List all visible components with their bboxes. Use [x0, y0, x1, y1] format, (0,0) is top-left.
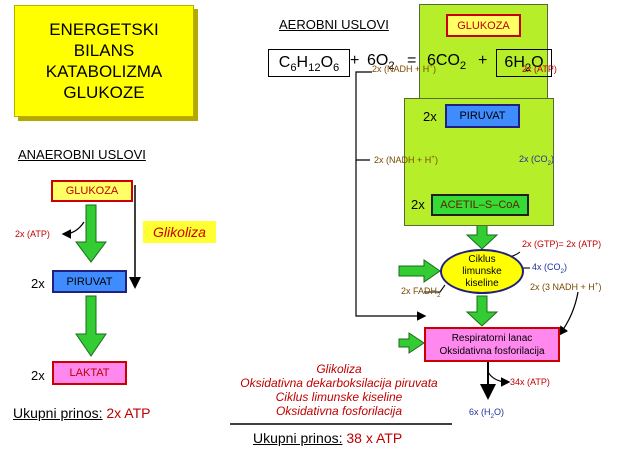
nadh-top-text: 2x (NADH + H	[372, 64, 430, 74]
fadh-sub: 2	[437, 291, 441, 299]
co2-mid-text: 2x (CO	[519, 154, 548, 164]
aerobic-heading: AEROBNI USLOVI	[279, 17, 389, 32]
resp-line1: Respiratorni lanac	[451, 332, 533, 344]
eq-h: H	[296, 54, 309, 71]
h2o-final-close: O)	[494, 407, 505, 417]
anaerobic-atp-arrow	[61, 221, 85, 239]
co2-krebs-label: 4x (CO2)	[532, 262, 567, 275]
eq-o: O	[320, 54, 334, 71]
atp-top-label: 2x (ATP)	[522, 64, 557, 74]
atp-final-label: 34x (ATP)	[510, 377, 550, 387]
eq-h2o-h: 6H	[504, 54, 525, 71]
co2-krebs-close: )	[564, 262, 568, 272]
anaerobic-yield-value: 2x ATP	[106, 405, 151, 421]
anaerobic-yield: Ukupni prinos: 2x ATP	[13, 405, 150, 421]
lactate-box: LAKTAT	[52, 361, 127, 385]
aerobic-mult-pyruvate: 2x	[423, 109, 437, 124]
eq-o-sub: 6	[333, 62, 340, 75]
anaerobic-yield-label: Ukupni prinos:	[13, 405, 103, 421]
anaerobic-glucose-box: GLUKOZA	[51, 180, 133, 202]
co2-mid-label: 2x (CO2)	[519, 154, 554, 167]
side-arrow-krebs	[398, 259, 441, 283]
aerobic-glucose-box: GLUKOZA	[446, 14, 521, 37]
nadh-krebs-sup: +	[594, 281, 599, 288]
eq-c-sub: 6	[290, 62, 297, 75]
h2o-final-sub: 2	[490, 412, 495, 420]
aerobic-yield-label: Ukupni prinos:	[253, 430, 343, 446]
eq-co2-coef: 6CO	[427, 52, 460, 69]
side-arrow-resp	[398, 332, 425, 354]
nadh-krebs-label: 2x (3 NADH + H+)	[530, 281, 601, 292]
eq-o2-sub: 2	[388, 60, 395, 73]
nadh-feedback-line	[355, 71, 372, 161]
anaerobic-arrow-glucose-pyruvate	[75, 204, 107, 263]
eq-plus1: +	[350, 52, 360, 69]
eq-co2: 6CO2	[427, 52, 466, 72]
feedback-line-to-resp	[355, 160, 427, 321]
summary-list: Glikoliza Oksidativna dekarboksilacija p…	[218, 362, 460, 418]
anaerobic-heading: ANAEROBNI USLOVI	[18, 147, 146, 162]
h2o-final-text: 6x (H	[469, 407, 491, 417]
aerobic-mult-acetyl: 2x	[411, 197, 425, 212]
nadh-mid-close: )	[434, 155, 438, 165]
title-line1: ENERGETSKI	[49, 20, 159, 39]
eq-equals: =	[407, 52, 417, 69]
co2-mid-close: )	[551, 154, 555, 164]
eq-h2o: 6H2O	[496, 49, 552, 77]
anaerobic-pyruvate-box: PIRUVAT	[52, 270, 127, 293]
nadh-top-close: )	[432, 64, 436, 74]
eq-h2o-o: O	[531, 54, 544, 71]
resp-line2: Oksidativna fosforilacija	[439, 345, 545, 357]
co2-mid-sub: 2	[547, 159, 552, 167]
co2-krebs-text: 4x (CO	[532, 262, 561, 272]
aerobic-pyruvate-box: PIRUVAT	[445, 104, 520, 128]
summary-item-1: Glikoliza	[316, 362, 362, 376]
anaerobic-mult-lactate: 2x	[31, 368, 45, 383]
nadh-top-sup: +	[429, 63, 433, 70]
glucose-formula-box: C6H12O6	[268, 49, 350, 77]
eq-o2: 6O2	[367, 52, 395, 72]
fadh-line	[424, 284, 446, 293]
nadh-krebs-text: 2x (3 NADH + H	[530, 282, 595, 292]
fadh-label: 2x FADH2	[401, 286, 441, 299]
title-line4: GLUKOZE	[63, 83, 145, 102]
krebs-cycle-ellipse: Ciklus limunske kiseline	[440, 249, 524, 294]
eq-co2-sub: 2	[459, 60, 467, 73]
anaerobic-mult-pyruvate: 2x	[31, 276, 45, 291]
anaerobic-arrow-pyruvate-lactate	[75, 295, 107, 357]
atp-final-arrow	[487, 371, 511, 387]
summary-item-4: Oksidativna fosforilacija	[275, 404, 403, 418]
nadh-mid-sup: +	[431, 154, 435, 161]
anaerobic-atp-label: 2x (ATP)	[15, 229, 50, 239]
h2o-final-label: 6x (H2O)	[469, 407, 504, 420]
aerobic-yield: Ukupni prinos: 38 x ATP	[253, 430, 402, 446]
summary-item-3: Ciklus limunske kiseline	[275, 390, 403, 404]
co2-krebs-sub: 2	[560, 267, 565, 275]
nadh-krebs-close: )	[598, 282, 602, 292]
acetyl-coa-box: ACETIL–S–CoA	[431, 194, 529, 216]
title-box: ENERGETSKI BILANS KATABOLIZMA GLUKOZE	[14, 5, 194, 117]
gtp-label: 2x (GTP)= 2x (ATP)	[522, 239, 602, 249]
glycolysis-label: Glikoliza	[143, 221, 216, 243]
title-line2: BILANS	[73, 41, 135, 60]
eq-plus2: +	[478, 52, 488, 69]
nadh-top-label: 2x (NADH + H+)	[372, 63, 436, 74]
fadh-text: 2x FADH	[401, 286, 438, 296]
nadh-mid-label: 2x (NADH + H+)	[374, 154, 438, 165]
aerobic-yield-value: 38 x ATP	[346, 430, 403, 446]
nadh-krebs-to-resp	[558, 291, 579, 336]
summary-item-2: Oksidativna dekarboksilacija piruvata	[240, 376, 438, 390]
title-line3: KATABOLIZMA	[45, 62, 163, 81]
eq-c: C	[278, 54, 291, 71]
nadh-mid-text: 2x (NADH + H	[374, 155, 432, 165]
eq-h-sub: 12	[308, 62, 321, 75]
eq-h2o-sub: 2	[524, 62, 532, 75]
eq-o2-coef: 6O	[367, 52, 389, 69]
respiratory-chain-box: Respiratorni lanac Oksidativna fosforila…	[424, 327, 560, 362]
aerobic-arrow-krebs-resp	[465, 295, 499, 327]
